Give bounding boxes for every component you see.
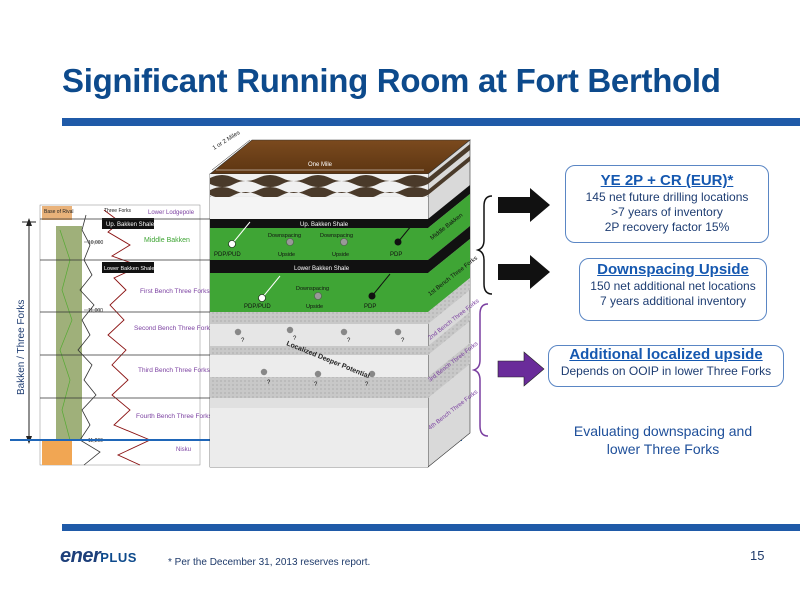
well-log: 10,000 11,000 11,200 Base of Rival Three… <box>39 204 201 466</box>
logo-part-1: ener <box>60 545 101 567</box>
zone-boundaries <box>40 218 210 399</box>
log-top-label-2: Three Forks <box>104 208 131 214</box>
fb-downspacing: Downspacing <box>296 286 329 292</box>
zone-upper-bakken-shale: Up. Bakken Shale <box>106 222 155 228</box>
mb-upside-2: Upside <box>332 252 349 258</box>
question-wells: ? ? ? ? ? ? ? <box>234 326 405 388</box>
bakken-three-forks-bracket: Bakken / Three Forks <box>16 218 36 444</box>
dimension-mile-label: One Mile <box>308 162 333 168</box>
zone-nisku: Nisku <box>176 447 191 453</box>
fb-pdp-pud: PDP/PUD <box>244 304 271 310</box>
reserves-box: YE 2P + CR (EUR)* 145 net future drillin… <box>565 165 769 243</box>
evaluating-line-1: Evaluating downspacing and <box>573 423 753 439</box>
localized-line-1: Depends on OOIP in lower Three Forks <box>560 364 772 378</box>
zone-fourth-bench: Fourth Bench Three Forks <box>136 413 212 420</box>
localized-heading: Additional localized upside <box>569 346 763 363</box>
footer-divider <box>62 524 800 531</box>
q-3: ? <box>347 338 351 344</box>
localized-arrow <box>497 351 545 387</box>
zone-lower-lodgepole: Lower Lodgepole <box>148 210 195 216</box>
log-top-label: Base of Rival <box>44 209 73 215</box>
q-6: ? <box>314 382 318 388</box>
dimension-top-label: 1 or 2 Miles <box>212 130 241 152</box>
zone-third-bench: Third Bench Three Forks <box>138 367 211 374</box>
log-depth-2: 11,000 <box>88 308 103 314</box>
downspacing-arrow <box>498 255 550 289</box>
block-up-bakken-shale: Up. Bakken Shale <box>300 222 349 228</box>
zone-middle-bakken: Middle Bakken <box>144 237 190 244</box>
page-number: 15 <box>750 548 765 563</box>
lower-zones-brace <box>471 303 489 437</box>
zone-first-bench: First Bench Three Forks <box>140 288 210 295</box>
title-divider <box>62 118 800 126</box>
downspacing-heading: Downspacing Upside <box>597 261 749 278</box>
block-lower-bakken-shale: Lower Bakken Shale <box>294 266 350 272</box>
downspacing-box: Downspacing Upside 150 net additional ne… <box>579 258 767 321</box>
zone-labels: Lower Lodgepole Up. Bakken Shale Middle … <box>102 210 214 453</box>
q-7: ? <box>365 382 369 388</box>
downspacing-line-1: 150 net additional net locations <box>590 279 756 293</box>
zone-lower-bakken-shale: Lower Bakken Shale <box>104 266 154 272</box>
base-rival-swatch <box>42 206 72 220</box>
q-2: ? <box>293 336 297 342</box>
mb-downspacing-1: Downspacing <box>268 233 301 239</box>
column-vertical-label: Bakken / Three Forks <box>16 300 27 395</box>
reserves-arrow <box>498 188 550 222</box>
evaluating-note: Evaluating downspacing and lower Three F… <box>550 422 776 458</box>
evaluating-line-2: lower Three Forks <box>606 441 720 457</box>
page-title: Significant Running Room at Fort Berthol… <box>62 62 721 99</box>
localized-box: Additional localized upside Depends on O… <box>548 345 784 387</box>
log-depth-1: 10,000 <box>88 240 104 246</box>
q-5: ? <box>267 380 271 386</box>
q-1: ? <box>241 338 245 344</box>
mb-pdp-pud: PDP/PUD <box>214 252 241 258</box>
first-bench-wells: PDP/PUD Downspacing Upside PDP <box>244 273 391 310</box>
green-zones-brace <box>475 195 493 295</box>
fb-pdp: PDP <box>364 304 376 310</box>
reserves-heading: YE 2P + CR (EUR)* <box>600 172 734 189</box>
reserves-line-2: >7 years of inventory <box>611 205 723 219</box>
middle-bakken-wells: PDP/PUD Downspacing Upside Downspacing U… <box>214 219 417 258</box>
downspacing-line-2: 7 years additional inventory <box>599 294 747 308</box>
reservoir-block: Up. Bakken Shale Lower Bakken Shale <box>209 139 471 468</box>
footnote: * Per the December 31, 2013 reserves rep… <box>168 557 371 568</box>
mb-downspacing-2: Downspacing <box>320 233 353 239</box>
enerplus-logo: enerPLUS <box>60 545 137 568</box>
q-4: ? <box>401 338 405 344</box>
mb-upside-1: Upside <box>278 252 295 258</box>
logo-part-2: PLUS <box>100 550 137 565</box>
reserves-line-3: 2P recovery factor 15% <box>604 220 730 234</box>
zone-second-bench: Second Bench Three Forks <box>134 325 214 332</box>
reserves-line-1: 145 net future drilling locations <box>585 190 749 204</box>
fb-upside: Upside <box>306 304 323 310</box>
mb-pdp: PDP <box>390 252 402 258</box>
